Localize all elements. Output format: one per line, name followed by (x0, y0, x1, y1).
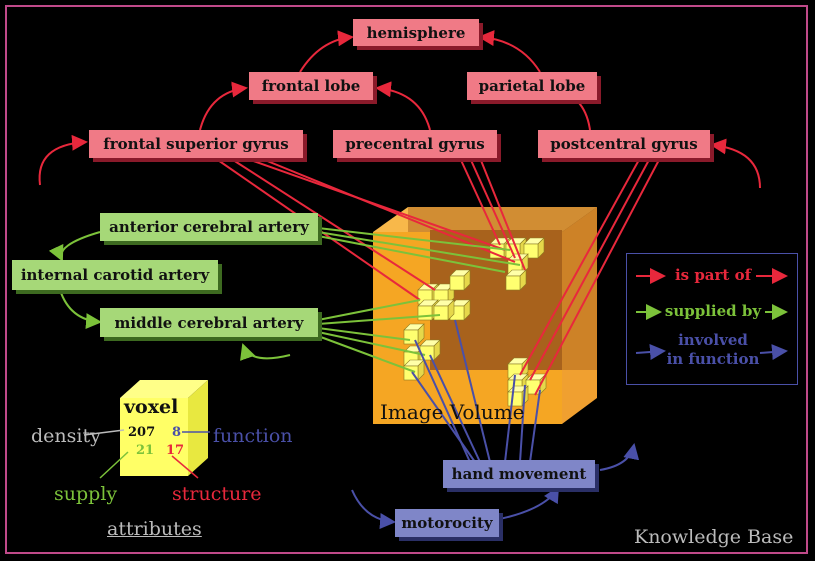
legend-involved: involved (678, 331, 748, 349)
voxel-title: voxel (124, 396, 179, 418)
node-anterior-cerebral-artery[interactable]: anterior cerebral artery (100, 213, 318, 241)
image-volume-label: Image Volume (380, 400, 525, 424)
density-label: density (31, 425, 101, 447)
node-parietal-lobe[interactable]: parietal lobe (467, 72, 597, 100)
node-postcentral-gyrus[interactable]: postcentral gyrus (538, 130, 710, 158)
voxel-cube (433, 305, 449, 321)
legend-in-function: in function (666, 350, 760, 368)
image-volume (373, 207, 597, 424)
voxel-structure-value: 17 (166, 443, 185, 458)
function-label: function (213, 425, 293, 447)
legend-is-part-of: is part of (674, 266, 752, 284)
supply-label: supply (54, 483, 118, 505)
supplied-by-arrows (48, 227, 521, 373)
knowledge-base-label: Knowledge Base (634, 526, 794, 548)
voxel-attribute-cube (83, 380, 210, 479)
voxel-cube (417, 305, 433, 321)
legend-arrows (635, 268, 788, 361)
node-precentral-gyrus[interactable]: precentral gyrus (333, 130, 497, 158)
legend-supplied-by: supplied by (664, 302, 762, 320)
structure-label: structure (172, 483, 262, 505)
voxel-density-value: 207 (128, 425, 156, 440)
voxel-cube (505, 275, 521, 291)
voxel-function-value: 8 (172, 425, 182, 440)
voxel-cluster (403, 237, 547, 407)
node-frontal-superior-gyrus[interactable]: frontal superior gyrus (89, 130, 303, 158)
node-frontal-lobe[interactable]: frontal lobe (249, 72, 373, 100)
node-internal-carotid-artery[interactable]: internal carotid artery (12, 260, 218, 290)
voxel-supply-value: 21 (136, 443, 155, 458)
node-middle-cerebral-artery[interactable]: middle cerebral artery (100, 308, 318, 337)
attributes-label: attributes (107, 518, 202, 540)
knowledge-base-frame (5, 5, 808, 554)
legend: is part of supplied by involved in funct… (626, 253, 798, 385)
node-hand-movement[interactable]: hand movement (443, 460, 595, 488)
function-arrows (351, 319, 640, 530)
voxel-cube (449, 275, 465, 291)
node-hemisphere[interactable]: hemisphere (353, 19, 479, 46)
node-motorocity[interactable]: motorocity (395, 509, 499, 537)
